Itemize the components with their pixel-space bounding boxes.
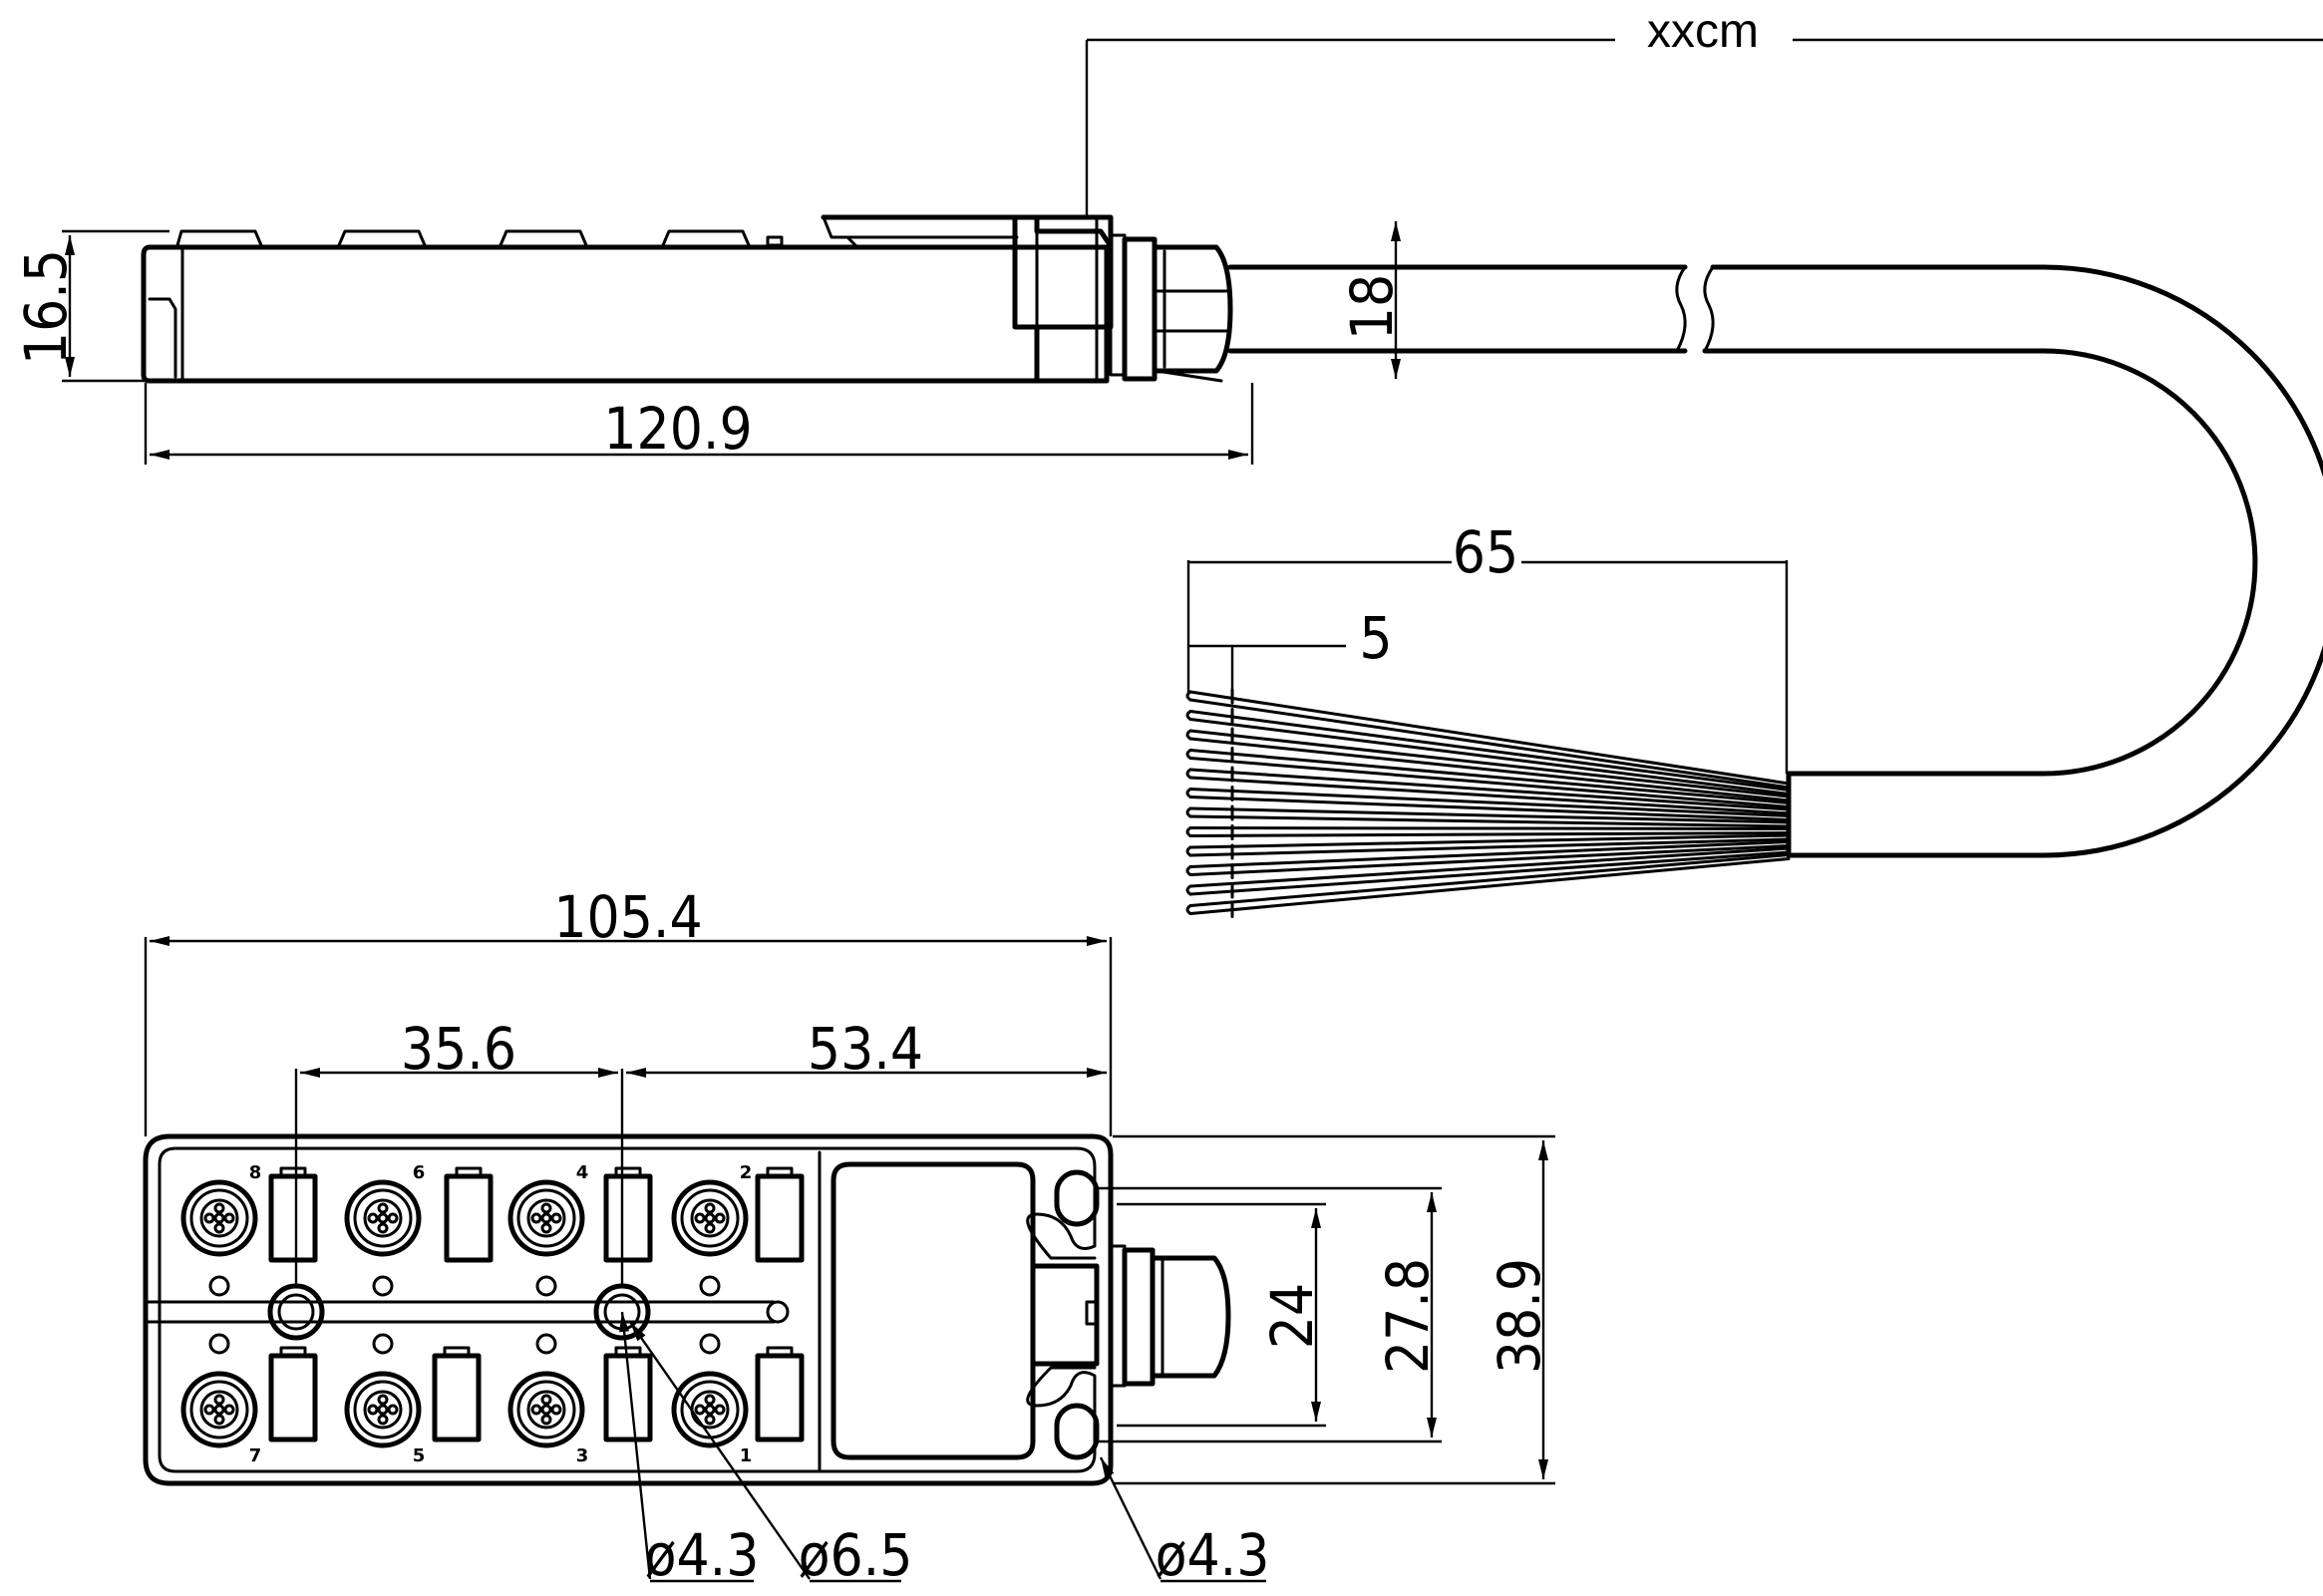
led-dot [372,1333,394,1355]
wire [1185,840,1791,879]
m12-port: 8 [180,1162,318,1297]
label-window [432,1353,482,1442]
port-number: 7 [249,1445,262,1466]
wire [1185,824,1791,840]
wire [1185,786,1791,821]
m12-port: 1 [671,1333,805,1466]
led-dot [372,1275,394,1297]
label-window [755,1353,805,1442]
hole-spacing-2-label: 53.4 [808,1015,923,1083]
port-number: 1 [740,1445,753,1466]
label-window [268,1353,318,1442]
led-dot [208,1333,230,1355]
m12-port: 7 [180,1333,318,1466]
port-number: 3 [576,1445,589,1466]
led-dot [535,1275,557,1297]
side-height-label: 16.5 [12,249,80,365]
cable-bend [1786,264,2323,858]
led-dot [699,1333,721,1355]
port-number: 5 [413,1445,426,1466]
strip-length-label: 65 [1453,518,1518,586]
port-number: 8 [249,1162,262,1183]
wire [1185,846,1791,899]
hole-small-2-label: ø4.3 [1156,1521,1270,1589]
hole-spacing-1-label: 35.6 [401,1015,516,1083]
port-number: 6 [413,1162,426,1183]
connector-ports: 8 6 4 2 7 5 3 1 [180,1162,805,1466]
wire [1185,766,1791,815]
port-number: 4 [576,1162,589,1183]
m12-port: 3 [507,1333,653,1466]
side-view [141,214,2047,384]
m12-port: 4 [507,1162,653,1297]
wire [1185,853,1791,918]
top-length-label: 105.4 [553,883,702,951]
side-length-label: 120.9 [603,395,752,463]
hole-large-label: ø6.5 [799,1521,913,1589]
m12-port: 6 [344,1162,494,1297]
led-dot [208,1275,230,1297]
wire [1185,688,1791,790]
hole-small-1-label: ø4.3 [645,1521,760,1589]
label-window [268,1173,318,1263]
wire [1185,747,1791,808]
label-window [444,1173,494,1263]
m12-port: 5 [344,1333,482,1466]
wire [1185,804,1791,828]
dim-27-8-label: 27.8 [1374,1258,1442,1374]
label-window [755,1173,805,1263]
cable-dia-label: 18 [1338,274,1406,340]
cable-length-label: xxcm [1647,5,1759,58]
wire [1185,708,1791,796]
led-dot [535,1333,557,1355]
top-view [143,1133,1231,1486]
label-window [603,1173,653,1263]
dimensions: xxcm 16.5 18 120.9 65 5 105.4 [12,5,2323,1589]
m12-port: 2 [671,1162,805,1297]
wire-strip-label: 5 [1359,604,1392,672]
wire [1185,727,1791,802]
stripped-wires [1185,688,1791,918]
dim-38-9-label: 38.9 [1486,1258,1553,1374]
wire [1185,833,1791,860]
port-number: 2 [740,1162,753,1183]
dim-24-label: 24 [1258,1283,1326,1349]
led-dot [699,1275,721,1297]
